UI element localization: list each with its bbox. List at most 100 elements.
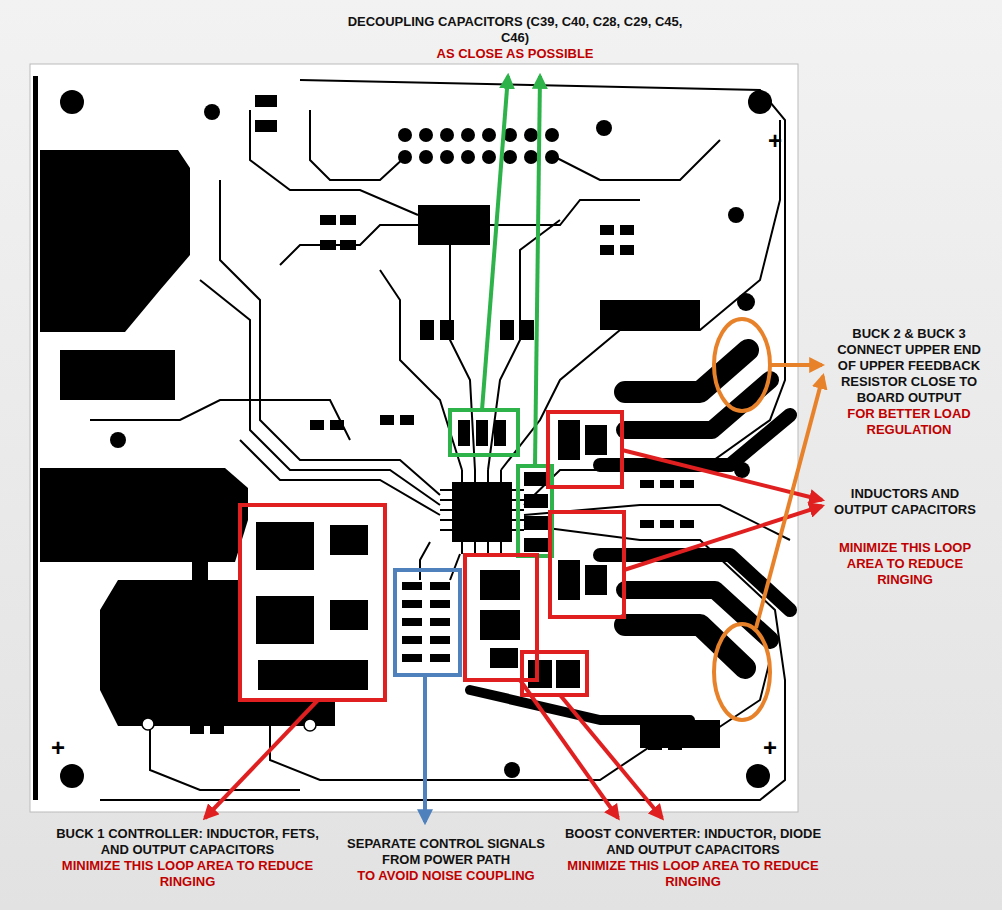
mounting-holes xyxy=(200,632,216,648)
control-pads xyxy=(620,245,634,255)
control-highlight xyxy=(395,570,460,675)
signal-traces xyxy=(100,525,785,800)
mounting-holes xyxy=(596,120,612,136)
connector-pins xyxy=(545,150,559,164)
signal-traces xyxy=(450,245,475,470)
right-pads xyxy=(640,520,654,528)
polarity-mark: + xyxy=(760,735,780,761)
right-pads xyxy=(480,570,520,600)
mounting-holes xyxy=(60,90,772,788)
signal-traces xyxy=(490,200,640,225)
right-pads xyxy=(556,660,580,688)
ic-pins xyxy=(440,509,452,511)
mounting-holes xyxy=(748,90,772,114)
connector-pins xyxy=(398,150,412,164)
control-pads xyxy=(430,600,450,608)
mounting-holes xyxy=(204,104,220,120)
control-pads xyxy=(190,95,682,750)
polarity-mark: + xyxy=(765,128,785,154)
decoupling-highlight xyxy=(450,410,518,455)
control-pads xyxy=(440,320,454,340)
loop-highlight xyxy=(550,512,624,617)
control-pads xyxy=(402,600,422,608)
ic-chips xyxy=(418,205,490,245)
right-pads xyxy=(585,565,607,595)
buck1-pads xyxy=(330,600,368,630)
control-pads xyxy=(400,415,414,425)
decoupling-highlight xyxy=(482,76,508,410)
connector-pins xyxy=(524,128,538,142)
control-pads xyxy=(600,225,614,235)
callout-heading: DECOUPLING CAPACITORS (C39, C40, C28, C2… xyxy=(340,14,690,46)
edge-bar xyxy=(33,76,38,800)
ic-pins xyxy=(474,470,476,482)
signal-traces xyxy=(501,120,780,470)
ic-pins xyxy=(440,519,452,521)
control-pads xyxy=(255,95,277,107)
copper-pour xyxy=(40,150,190,332)
mounting-holes xyxy=(734,462,750,478)
control-pads xyxy=(340,215,356,225)
control-pads xyxy=(430,582,450,590)
copper-pour xyxy=(40,150,720,748)
connector-pins xyxy=(461,150,475,164)
connector-pins xyxy=(545,128,559,142)
control-pads xyxy=(524,538,548,552)
ic-pins xyxy=(440,470,524,554)
right-pads xyxy=(558,560,580,600)
ic-pins xyxy=(487,470,489,482)
signal-traces xyxy=(700,660,770,740)
ic-pins xyxy=(461,470,463,482)
callout-note: FOR BETTER LOAD REGULATION xyxy=(828,406,990,438)
callout-note: MINIMIZE THIS LOOP AREA TO REDUCE RINGIN… xyxy=(562,858,824,890)
loop-highlight xyxy=(205,700,318,818)
decoupling-highlight xyxy=(535,76,540,466)
callout-note: MINIMIZE THIS LOOP AREA TO REDUCE RINGIN… xyxy=(50,858,325,890)
ic-pins xyxy=(461,542,463,554)
control-pads xyxy=(255,120,277,132)
right-pads xyxy=(528,660,552,688)
control-pads xyxy=(310,420,324,430)
connector-pins xyxy=(419,128,433,142)
control-pads xyxy=(402,582,422,590)
mounting-holes xyxy=(504,762,520,778)
callout-note: MINIMIZE THIS LOOP AREA TO REDUCE RINGIN… xyxy=(830,540,980,588)
power-fingers xyxy=(150,560,200,690)
control-pads xyxy=(210,720,224,734)
right-pads xyxy=(480,610,520,640)
control-pads xyxy=(430,636,450,644)
power-fingers xyxy=(625,380,770,430)
signal-traces xyxy=(200,280,440,505)
mounting-holes xyxy=(746,764,770,788)
polarity-mark: + xyxy=(48,735,68,761)
copper-pour xyxy=(40,468,248,562)
feedback-highlight xyxy=(714,319,823,720)
ic-pins xyxy=(474,542,476,554)
loop-highlight xyxy=(465,555,537,680)
right-pads xyxy=(660,520,674,528)
ic-pins xyxy=(500,470,502,482)
power-fingers xyxy=(625,350,748,392)
right-pads xyxy=(680,520,694,528)
loop-highlight xyxy=(560,695,662,818)
mounting-holes xyxy=(60,764,84,788)
control-pads xyxy=(648,740,662,750)
connector-pins xyxy=(398,128,412,142)
right-pads xyxy=(660,480,674,488)
connector-pins xyxy=(440,150,454,164)
decoupling-highlight xyxy=(450,76,552,556)
mounting-holes xyxy=(737,293,755,311)
control-pads xyxy=(600,245,614,255)
control-pads xyxy=(476,420,488,446)
ic-chips xyxy=(418,205,512,542)
via-rings xyxy=(142,718,154,730)
control-pads xyxy=(520,320,534,340)
power-fingers xyxy=(625,590,770,640)
mounting-holes xyxy=(110,432,126,448)
callout-note: TO AVOID NOISE COUPLING xyxy=(330,868,562,884)
connector-pins xyxy=(503,150,517,164)
copper-pour xyxy=(100,580,335,726)
mounting-holes xyxy=(728,207,744,223)
board-ground xyxy=(30,64,798,812)
